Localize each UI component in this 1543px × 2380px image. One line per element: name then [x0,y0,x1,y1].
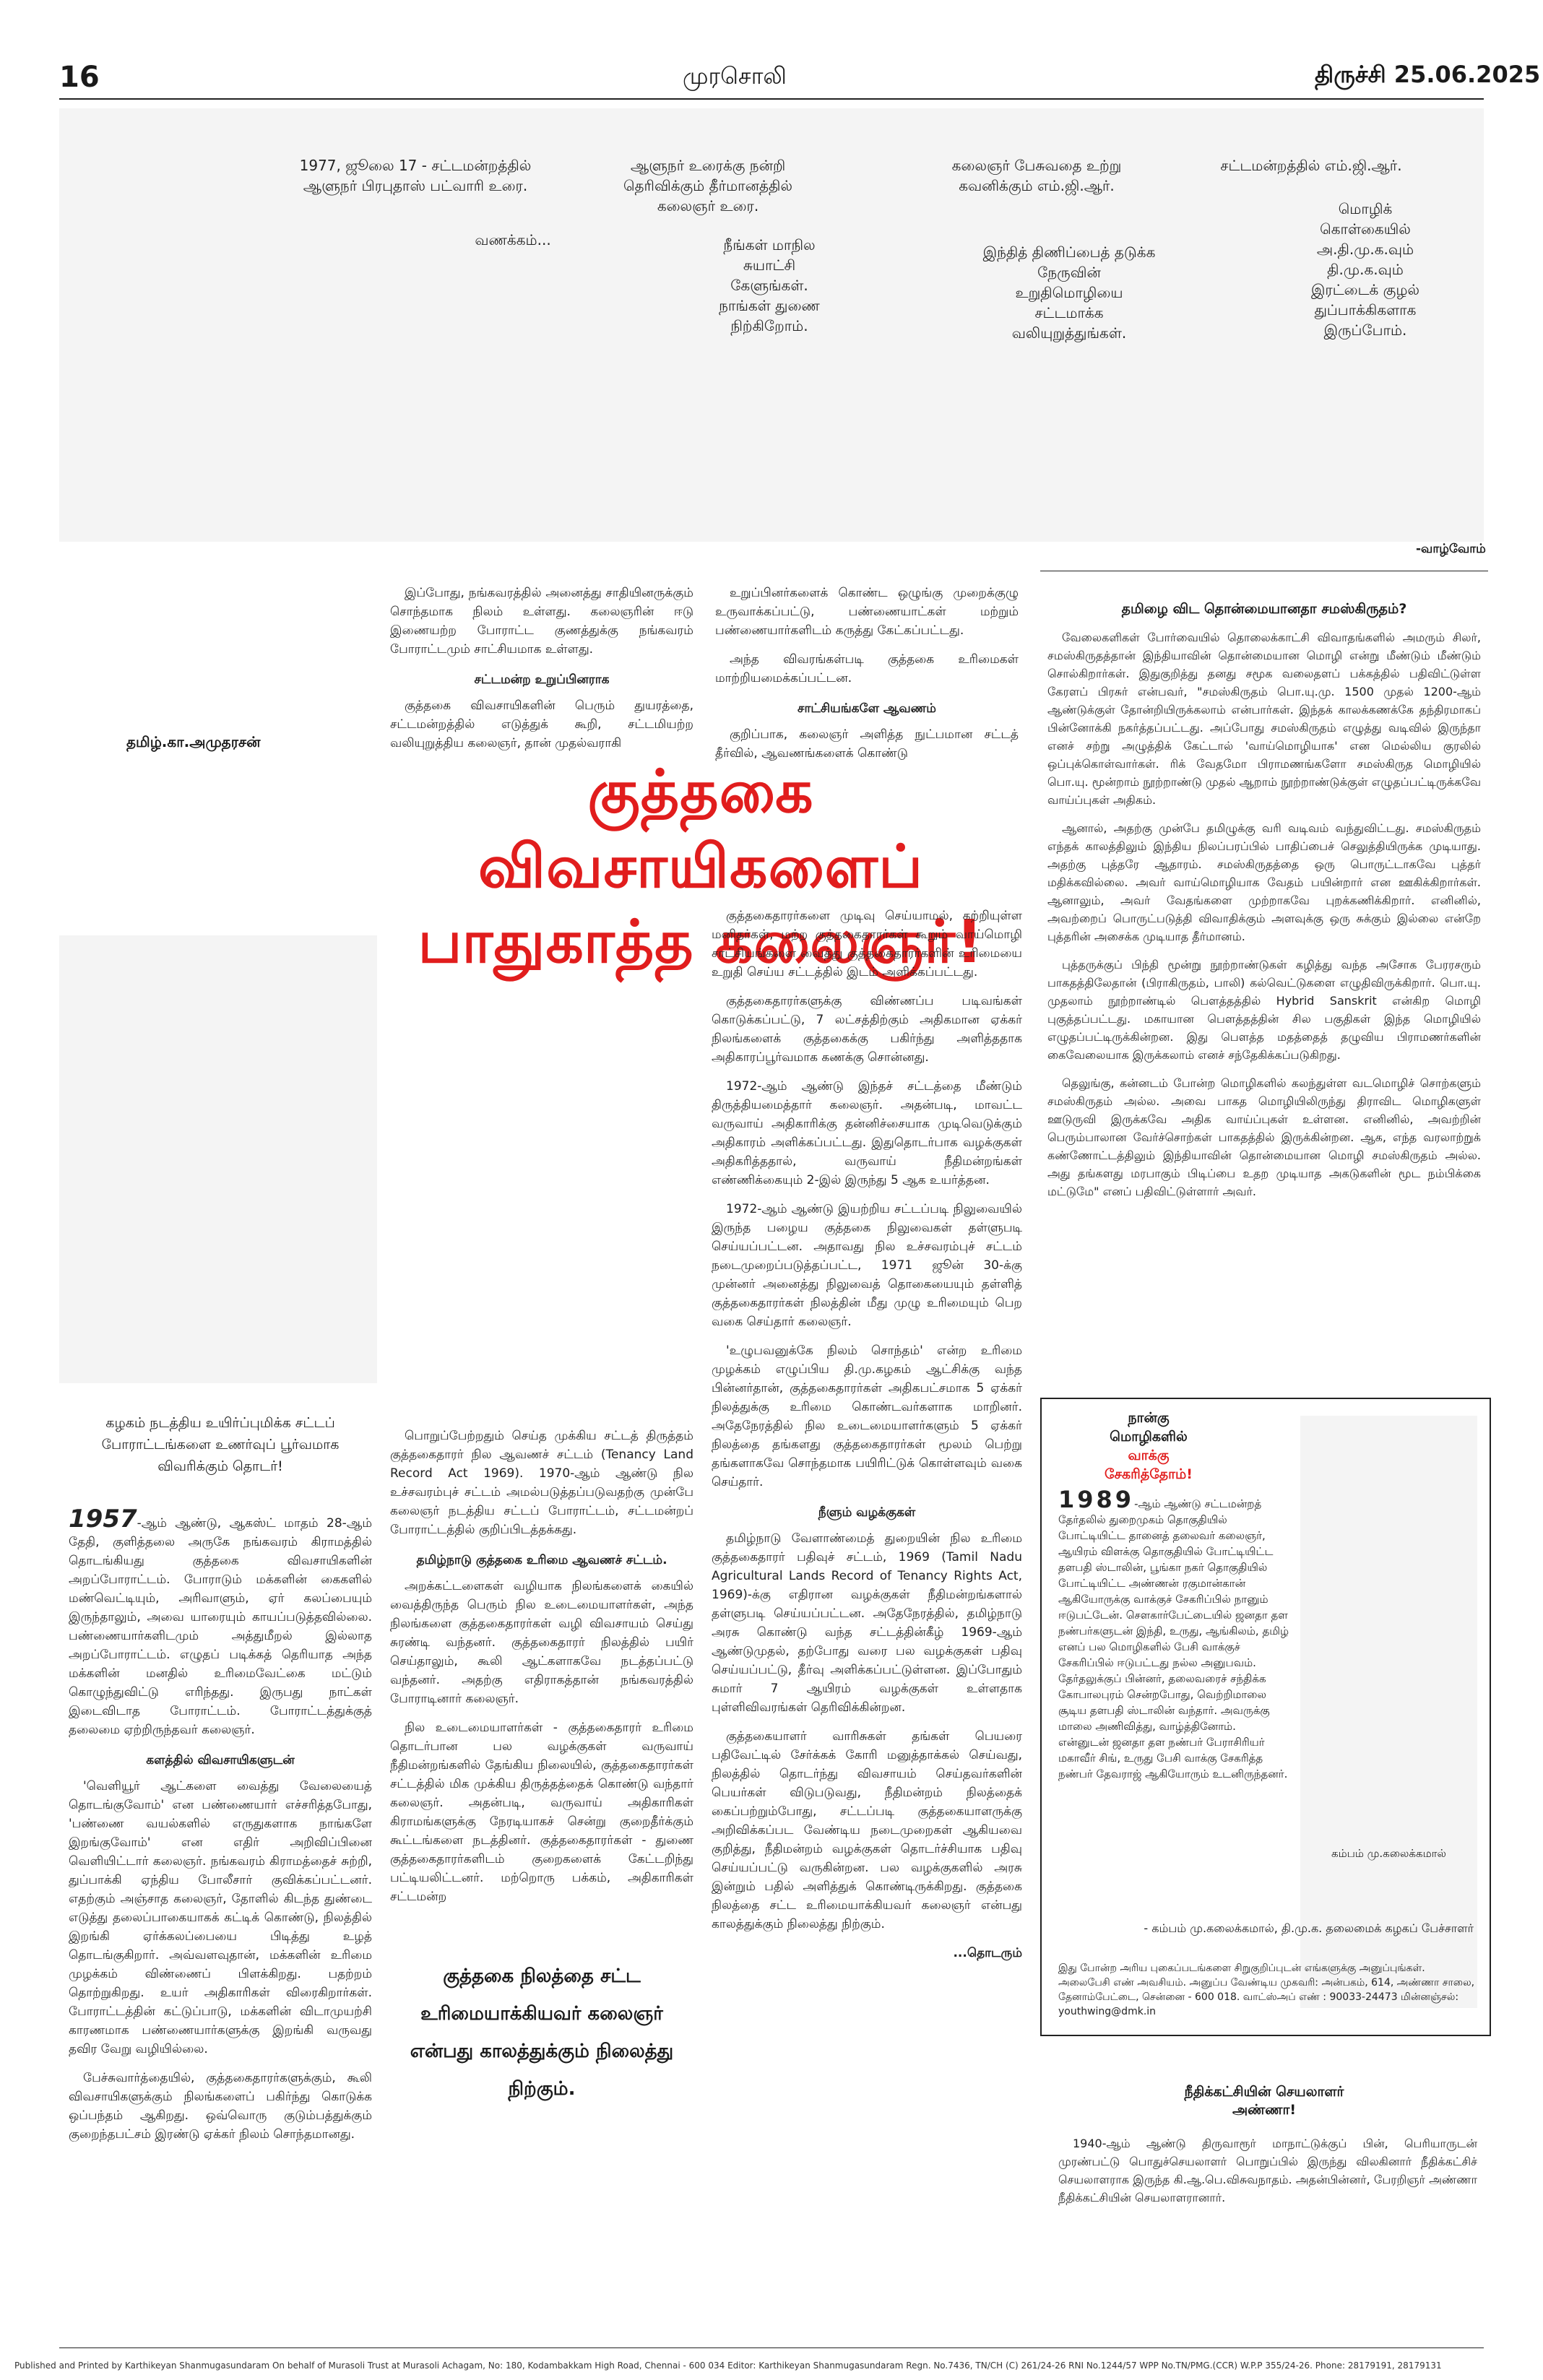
bottom-box-title: நீதிக்கட்சியின் செயலாளர் அண்ணா! [1047,2084,1481,2120]
top-column-1: இப்போது, நங்கவரத்தில் அனைத்து சாதியினருக… [390,584,693,763]
contributor-photo-caption: கம்பம் மு.கலைக்கமால் [1331,1847,1446,1860]
paragraph: குத்தகைதாரர்களுக்கு விண்ணப்ப படிவங்கள் க… [712,994,1022,1065]
photo-strip [59,108,1484,542]
paragraph: 1972-ஆம் ஆண்டு இயற்றிய சட்டப்படி நிலுவைய… [712,1202,1022,1329]
pull-quote: குத்தகை நிலத்தை சட்ட உரிமையாக்கியவர் கலை… [410,1965,674,2100]
paragraph: பொறுப்பேற்றதும் செய்த முக்கிய சட்டத் திர… [390,1429,693,1537]
paragraph: குறிப்பாக, கலைஞர் அளித்த நுட்பமான சட்டத்… [715,727,1019,761]
feature-year: 1989 [1058,1486,1135,1513]
feature-box [1040,1398,1491,2036]
series-intro: கழகம் நடத்திய உயிர்ப்புமிக்க சட்டப் போரா… [101,1415,340,1474]
footer-imprint: Published and Printed by Karthikeyan Sha… [14,2360,1442,2371]
paragraph: பேச்சுவார்த்தையில், குத்தகைதாரர்களுக்கும… [69,2071,372,2142]
lead-paragraph: 1957-ஆம் ஆண்டு, ஆகஸ்ட் மாதம் 28-ஆம் தேதி… [69,1507,372,1739]
speech-bubble-2: நீங்கள் மாநில சுயாட்சி கேளுங்கள். நாங்கள… [719,236,820,334]
newspaper-name: முரசொலி [683,62,787,90]
bottom-box-title-line-1: நீதிக்கட்சியின் செயலாளர் [1184,2084,1344,2100]
subheading: தமிழ்நாடு குத்தகை உரிமை ஆவணச் சட்டம். [416,1553,667,1567]
lead-text: -ஆம் ஆண்டு, ஆகஸ்ட் மாதம் 28-ஆம் தேதி, கு… [69,1516,372,1737]
paragraph: உறுப்பினர்களைக் கொண்ட ஒழுங்கு முறைக்குழு… [715,586,1019,638]
feature-title: நான்கு மொழிகளில் வாக்கு சேகரித்தோம்! [1055,1408,1242,1484]
paragraph: குத்தகைதாரர்களை முடிவு செய்யாமல், கற்றிய… [712,909,1022,979]
sidebar-body: வேலைகளிகள் போர்வையில் தொலைக்காட்சி விவாத… [1047,628,1481,1211]
contributor-signature: - கம்பம் மு.கலைக்கமால், தி.மு.க. தலைமைக்… [1144,1921,1474,1935]
feature-text: 1989-ஆம் ஆண்டு சட்டமன்றத் தேர்தலில் துறை… [1058,1488,1289,1792]
paragraph: குத்தகை விவசாயிகளின் பெரும் துயரத்தை, சட… [390,698,693,750]
top-column-2: உறுப்பினர்களைக் கொண்ட ஒழுங்கு முறைக்குழு… [715,584,1019,773]
page-number: 16 [59,61,100,94]
paragraph: இது போன்ற அரிய புகைப்படங்களை சிறுகுறிப்ப… [1058,1963,1475,2017]
lead-year: 1957 [69,1505,137,1533]
paragraph: தெலுங்கு, கன்னடம் போன்ற மொழிகளில் கலந்து… [1047,1076,1481,1198]
photo-caption-4: சட்டமன்றத்தில் எம்.ஜி.ஆர். [1220,157,1402,174]
paragraph: இப்போது, நங்கவரத்தில் அனைத்து சாதியினருக… [390,586,693,657]
paragraph: நில உடைமையாளர்கள் - குத்தகைதாரர் உரிமை த… [390,1721,693,1904]
paragraph: வேலைகளிகள் போர்வையில் தொலைக்காட்சி விவாத… [1047,631,1481,807]
subheading: களத்தில் விவசாயிகளுடன் [146,1753,295,1767]
headline: குத்தகை விவசாயிகளைப் பாதுகாத்த கலைஞர்! [390,755,1011,980]
bottom-box-body: 1940-ஆம் ஆண்டு திருவாரூர் மாநாட்டுக்குப்… [1058,2134,1477,2217]
paragraph: 1989-ஆம் ஆண்டு சட்டமன்றத் தேர்தலில் துறை… [1058,1488,1289,1782]
subheading: சட்டமன்ற உறுப்பினராக [474,672,610,687]
feature-title-line-1: நான்கு [1128,1410,1170,1426]
paragraph: 'உழுபவனுக்கே நிலம் சொந்தம்' என்ற உரிமை ம… [712,1343,1022,1489]
photo-caption-1: 1977, ஜூலை 17 - சட்டமன்றத்தில் ஆளுநர் பி… [299,157,532,194]
sidebar-title: தமிழை விட தொன்மையானதா சமஸ்கிருதம்? [1121,601,1407,617]
paragraph: 1940-ஆம் ஆண்டு திருவாரூர் மாநாட்டுக்குப்… [1058,2137,1477,2204]
paragraph: ஆனால், அதற்கு முன்பே தமிழுக்கு வரி வடிவம… [1047,821,1481,943]
speech-bubble-3: இந்தித் திணிப்பைத் தடுக்க நேருவின் உறுதி… [982,243,1156,342]
feature-title-line-3: வாக்கு [1128,1448,1170,1463]
headline-line-2: பாதுகாத்த கலைஞர்! [418,908,984,977]
paragraph: குத்தகையாளர் வாரிசுகள் தங்கள் பெயரை பதிவ… [712,1729,1022,1931]
subheading: நீளும் வழக்குகள் [818,1505,916,1520]
photo-caption-2: ஆளுநர் உரைக்கு நன்றி தெரிவிக்கும் தீர்மா… [623,157,793,215]
paragraph: அந்த விவரங்கள்படி குத்தகை உரிமைகள் மாற்ற… [715,652,1019,685]
header-rule [59,98,1484,100]
paragraph: புத்தருக்குப் பிந்தி மூன்று நூற்றாண்டுகள… [1047,958,1481,1062]
headline-line-1: குத்தகை விவசாயிகளைப் [477,758,924,901]
paragraph: 'வெளியூர் ஆட்களை வைத்து வேலையைத் தொடங்கு… [69,1779,372,2056]
edition-date: திருச்சி 25.06.2025 [1315,61,1541,88]
submission-appeal: இது போன்ற அரிய புகைப்படங்களை சிறுகுறிப்ப… [1058,1961,1477,2029]
feature-title-line-4: சேகரித்தோம்! [1105,1466,1193,1482]
article-photo [59,935,377,1383]
speech-bubble-4: மொழிக் கொள்கையில் அ.தி.மு.க.வும் தி.மு.க… [1310,200,1420,339]
article-column-1: 1957-ஆம் ஆண்டு, ஆகஸ்ட் மாதம் 28-ஆம் தேதி… [69,1507,372,2154]
continues-label: ...தொடரும் [953,1946,1022,1960]
byline: தமிழ்.கா.அமுதரசன் [126,733,261,750]
article-column-2: பொறுப்பேற்றதும் செய்த முக்கிய சட்டத் திர… [390,1427,693,1916]
feature-body: -ஆம் ஆண்டு சட்டமன்றத் தேர்தலில் துறைமுகம… [1058,1497,1289,1780]
paragraph: தமிழ்நாடு வேளாண்மைத் துறையின் நில உரிமை … [712,1531,1022,1715]
photo-caption-3: கலைஞர் பேசுவதை உற்று கவனிக்கும் எம்.ஜி.ஆ… [951,157,1122,194]
feature-title-line-2: மொழிகளில் [1110,1429,1188,1445]
paragraph: 1972-ஆம் ஆண்டு இந்தச் சட்டத்தை மீண்டும் … [712,1079,1022,1187]
paragraph: அறக்கட்டளைகள் வழியாக நிலங்களைக் கையில் வ… [390,1579,693,1706]
photo-series-tag: -வாழ்வோம் [1416,542,1486,556]
speech-bubble-1: வணக்கம்... [475,231,551,248]
contributor-photo [1300,1416,1477,2008]
footer-rule [59,2347,1484,2348]
subheading: சாட்சியங்களே ஆவணம் [798,701,936,716]
article-column-3: குத்தகைதாரர்களை முடிவு செய்யாமல், கற்றிய… [712,906,1022,1973]
bottom-box-title-line-2: அண்ணா! [1232,2102,1297,2118]
